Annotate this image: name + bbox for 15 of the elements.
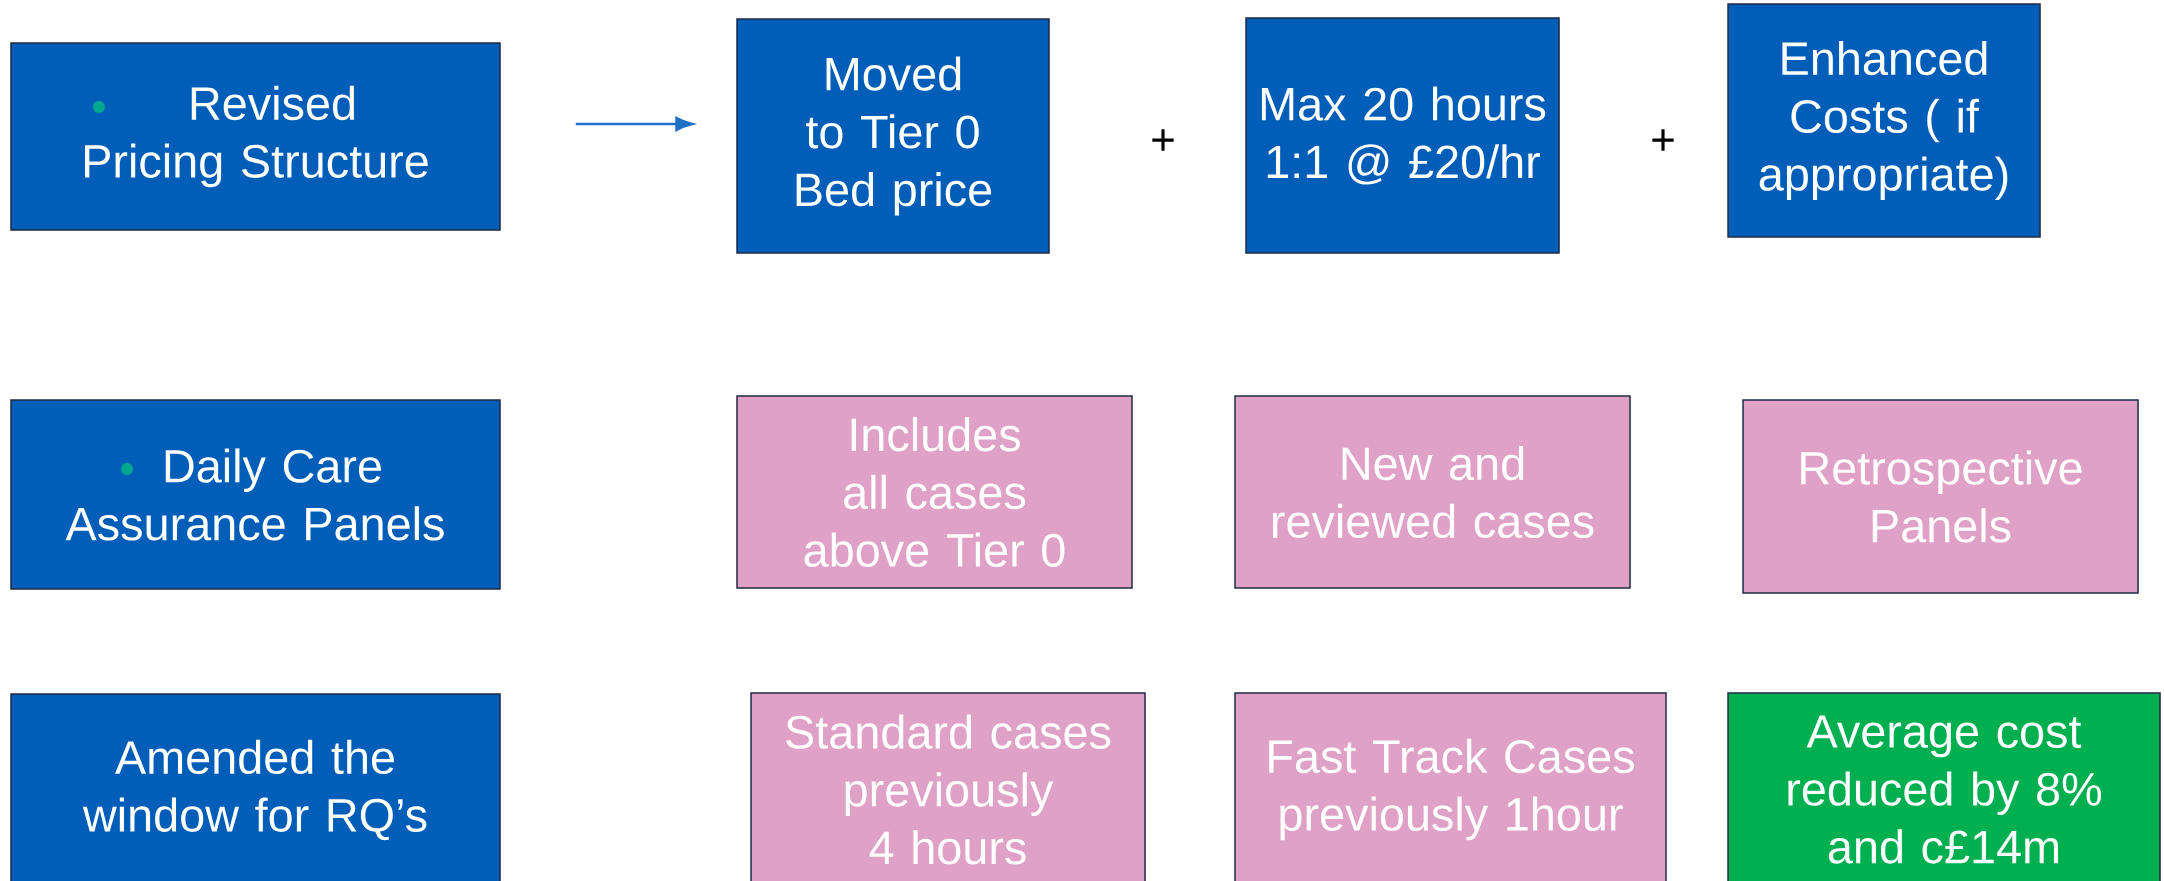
topic-box: Daily Care Assurance Panels — [10, 399, 501, 590]
arrow — [575, 116, 694, 132]
plus-sign: + — [1152, 129, 1174, 151]
plus-sign: + — [1652, 129, 1674, 151]
detail-box: Fast Track Cases previously 1hour — [1234, 692, 1667, 881]
result-box: Average cost reduced by 8% and c£14m — [1727, 692, 2161, 881]
detail-box: Includes all cases above Tier 0 — [736, 395, 1133, 589]
topic-box: Max 20 hours 1:1 @ £20/hr — [1245, 17, 1560, 254]
detail-box: Standard cases previously 4 hours — [750, 692, 1146, 881]
topic-box: Revised Pricing Structure — [10, 42, 501, 231]
topic-box: Moved to Tier 0 Bed price — [736, 18, 1050, 254]
topic-box: Enhanced Costs ( if appropriate) — [1727, 3, 2041, 238]
topic-box: Amended the window for RQ’s — [10, 693, 501, 881]
detail-box: New and reviewed cases — [1234, 395, 1631, 589]
detail-box: Retrospective Panels — [1742, 399, 2139, 594]
